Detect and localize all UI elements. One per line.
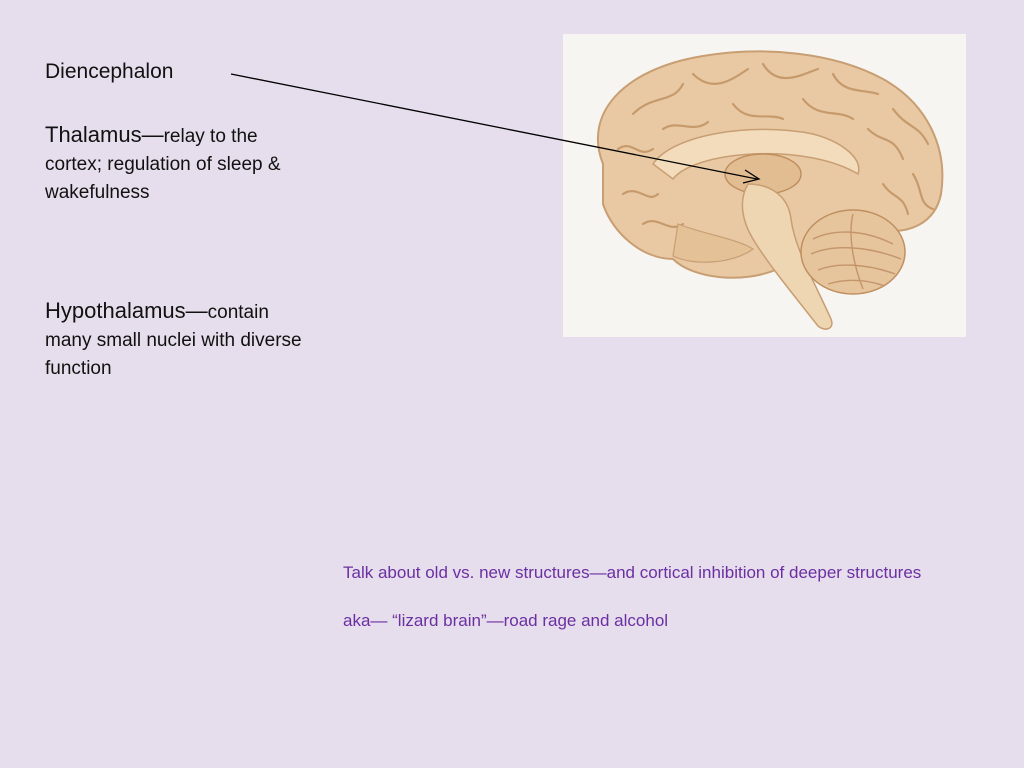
brain-sagittal-photo [563, 34, 966, 337]
thalamus-dash: — [141, 122, 164, 147]
notes-spacer [343, 585, 923, 609]
hypothalamus-dash: — [185, 298, 208, 323]
hypothalamus-description-block: Hypothalamus—contain many small nuclei w… [45, 297, 305, 383]
notes-line-1: Talk about old vs. new structures—and co… [343, 563, 922, 582]
brainstem [741, 183, 833, 330]
speaker-notes: Talk about old vs. new structures—and co… [343, 561, 923, 633]
hypothalamus-description: contain many small nuclei with diverse f… [45, 302, 302, 379]
temporal-lobe [672, 223, 755, 263]
thalamus-description-block: Thalamus—relay to the cortex; regulation… [45, 121, 305, 207]
diencephalon-heading: Diencephalon [45, 60, 174, 83]
notes-line-2: aka— “lizard brain”—road rage and alcoho… [343, 611, 669, 630]
brain-illustration [597, 50, 944, 330]
hypothalamus-term: Hypothalamus [45, 298, 186, 323]
cerebellum-folia [810, 213, 902, 290]
thalamus-term: Thalamus [45, 122, 142, 147]
